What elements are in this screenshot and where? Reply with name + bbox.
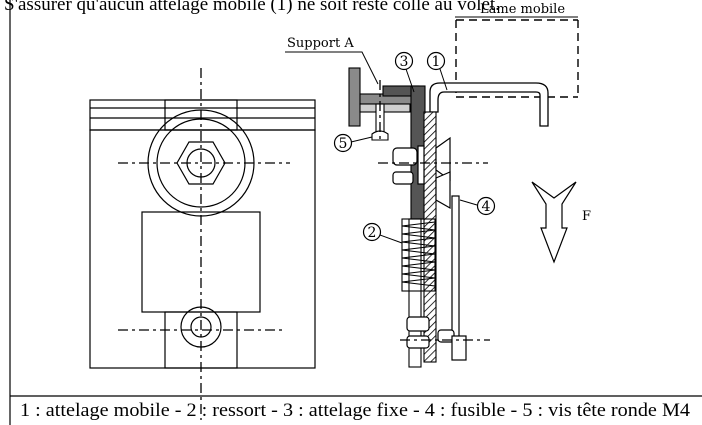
- front-view: [89, 99, 316, 369]
- caption: 1 : attelage mobile - 2 : ressort - 3 : …: [20, 400, 691, 421]
- svg-text:1: 1: [432, 54, 441, 70]
- middle-nuts: [392, 145, 425, 185]
- lame-mobile-label: Lame mobile: [480, 2, 565, 17]
- fusible-part4: [451, 195, 460, 341]
- section-centerlines: [378, 80, 490, 341]
- svg-text:4: 4: [482, 199, 491, 215]
- callout-1: 1: [426, 51, 448, 91]
- force-arrow-outline: [531, 181, 577, 264]
- svg-text:2: 2: [368, 225, 377, 241]
- callout-3: 3: [394, 51, 415, 93]
- attelage-mobile-part1: [429, 82, 549, 127]
- frame: [9, 0, 702, 425]
- cone-washers: [435, 136, 451, 210]
- svg-text:3: 3: [400, 54, 409, 70]
- svg-text:5: 5: [339, 136, 348, 152]
- callout-4: 4: [459, 196, 496, 216]
- front-view-centerlines: [118, 68, 290, 420]
- callout-2: 2: [362, 222, 403, 244]
- bottom-nuts: [406, 316, 467, 361]
- support-a-label: Support A: [287, 36, 354, 51]
- callout-5: 5: [333, 133, 373, 153]
- force-label: F: [582, 209, 591, 224]
- lame-mobile-outline: [455, 19, 579, 98]
- support-a-leader: [285, 51, 379, 85]
- header-text: S'assurer qu'aucun attelage mobile (1) n…: [4, 0, 500, 15]
